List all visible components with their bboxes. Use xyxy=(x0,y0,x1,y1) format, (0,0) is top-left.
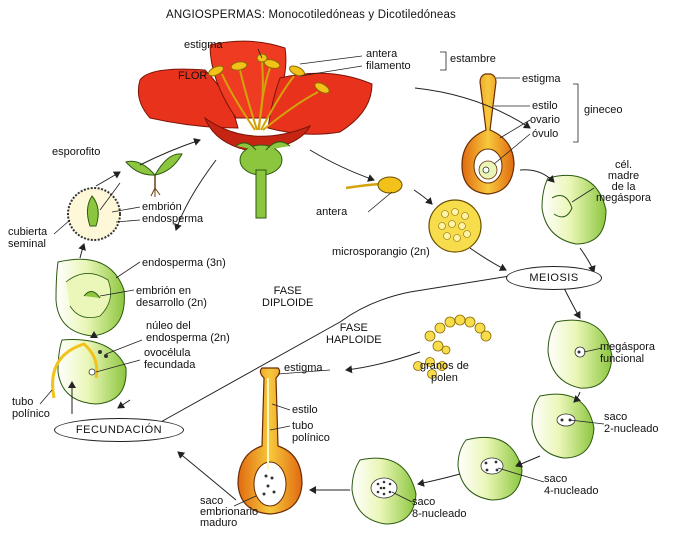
label-ovocelula: ovocélula fecundada xyxy=(144,347,195,371)
meiosis-oval: MEIOSIS xyxy=(506,266,602,290)
label-gineceo: gineceo xyxy=(584,104,623,116)
flower xyxy=(138,41,372,218)
label-esporofito: esporofito xyxy=(52,146,100,158)
label-cel-madre: cél. madre de la megáspora xyxy=(596,160,651,204)
sporophyte-seedling xyxy=(126,154,182,197)
label-fase-haploide: FASE HAPLOIDE xyxy=(326,322,382,346)
label-tubo-polinico-mid: tubo polínico xyxy=(292,420,330,444)
label-saco-embrionario: saco embrionario maduro xyxy=(200,496,258,529)
label-filamento: filamento xyxy=(366,60,411,72)
label-gin-estigma: estigma xyxy=(522,73,561,85)
label-saco-2: saco 2-nucleado xyxy=(604,411,658,435)
ovule-sac-4-nucleate xyxy=(458,437,522,500)
label-fase-diploide: FASE DIPLOIDE xyxy=(262,285,313,309)
label-embrion: embrión xyxy=(142,201,182,213)
ovule-endosperm-3n xyxy=(56,259,124,336)
label-saco-4: saco 4-nucleado xyxy=(544,473,598,497)
diagram-title: ANGIOSPERMAS: Monocotiledóneas y Dicotil… xyxy=(166,9,456,21)
label-antera-mid: antera xyxy=(316,206,347,218)
label-antera-top: antera xyxy=(366,48,397,60)
label-embrion-desarrollo: embrión en desarrollo (2n) xyxy=(136,285,207,309)
label-ovulo: óvulo xyxy=(532,128,558,140)
petal-right xyxy=(268,73,372,134)
label-estigma-bottom: estigma xyxy=(284,362,323,374)
label-estilo: estilo xyxy=(532,100,558,112)
anther-small xyxy=(346,177,402,193)
fecundacion-oval: FECUNDACIÓN xyxy=(54,418,184,442)
label-estigma-top: estigma xyxy=(184,39,223,51)
label-endosperma: endosperma xyxy=(142,213,203,225)
label-estilo-bottom: estilo xyxy=(292,404,318,416)
label-tubo-polinico-left: tubo polínico xyxy=(12,396,50,420)
microsporangium xyxy=(429,200,481,252)
label-granos-polen: granos de polen xyxy=(420,360,469,384)
label-endosperma-3n: endosperma (3n) xyxy=(142,257,226,269)
label-saco-8: saco 8-nucleado xyxy=(412,496,466,520)
ovule-sac-2-nucleate xyxy=(532,394,594,458)
ovule-fertilized xyxy=(53,340,127,404)
label-estambre: estambre xyxy=(450,53,496,65)
ovule-sac-8-nucleate xyxy=(352,458,416,524)
seed xyxy=(68,188,120,240)
label-flor: FLOR xyxy=(178,70,207,82)
label-cubierta-seminal: cubierta seminal xyxy=(8,226,47,250)
label-nucleo-endosperma: núleo del endosperma (2n) xyxy=(146,320,230,344)
label-megaspora-funcional: megáspora funcional xyxy=(600,341,655,365)
label-microsporangio: microsporangio (2n) xyxy=(332,246,430,258)
label-ovario: ovario xyxy=(530,114,560,126)
